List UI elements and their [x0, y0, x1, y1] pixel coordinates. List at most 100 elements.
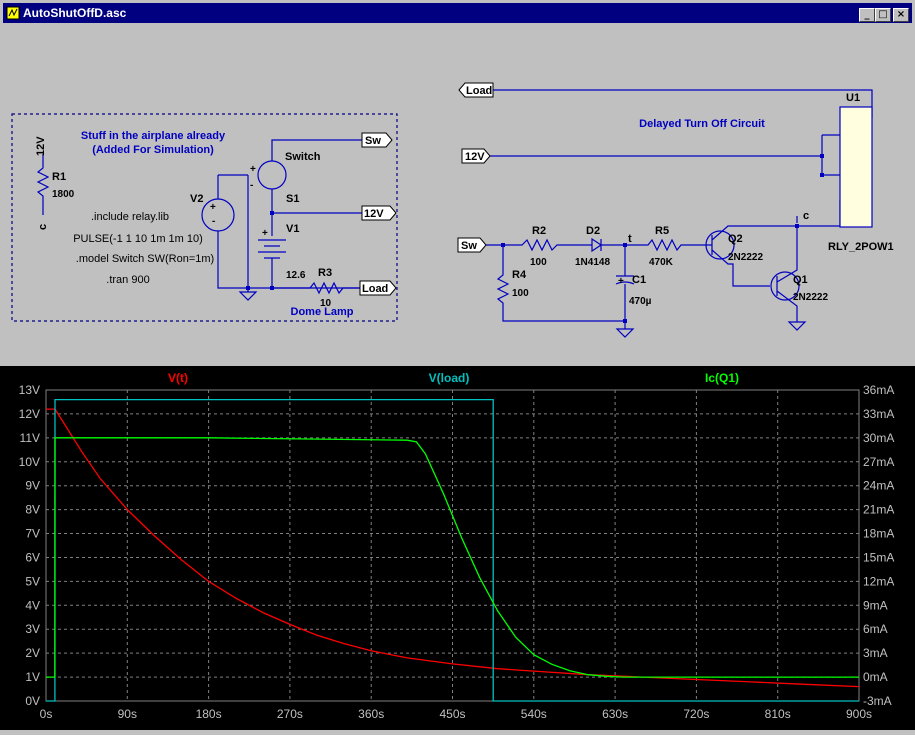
c1-label: C1: [632, 274, 646, 286]
u1-value: RLY_2POW1: [828, 241, 894, 253]
app-icon: [6, 6, 20, 20]
window-title: AutoShutOffD.asc: [23, 6, 127, 20]
waveform-chart[interactable]: 0s 90s 180s 270s 360s 450s 540s 630s 720s 810s 900…: [0, 366, 915, 730]
r5-label: R5: [655, 225, 669, 237]
v2-plus: +: [210, 202, 216, 213]
net-flag-load-left[interactable]: Load: [362, 283, 388, 295]
y-left-tick-label: 6V: [25, 550, 40, 564]
r3-value: 10: [320, 298, 332, 309]
net-flag-12v-left[interactable]: 12V: [364, 208, 384, 220]
switch-minus: -: [250, 180, 253, 191]
y-left-tick-label: 7V: [25, 527, 40, 541]
r1-bot-label: c: [37, 224, 49, 230]
y-right-tick-label: 3mA: [863, 646, 888, 660]
v1-plus: +: [262, 228, 268, 239]
close-button[interactable]: ×: [893, 8, 909, 22]
title-bar[interactable]: AutoShutOffD.asc _ □ ×: [3, 3, 912, 23]
d2-value: 1N4148: [575, 257, 610, 268]
y-left-tick-label: 0V: [25, 694, 40, 708]
x-tick-label: 540s: [521, 707, 547, 721]
y-left-tick-label: 1V: [25, 670, 40, 684]
r1-value: 1800: [52, 189, 75, 200]
series-line: [46, 437, 859, 678]
y-left-tick-label: 3V: [25, 622, 40, 636]
x-tick-label: 180s: [196, 707, 222, 721]
series-line: [46, 398, 859, 702]
s1-label: S1: [286, 193, 299, 205]
net-flag-sw-top[interactable]: Sw: [365, 135, 381, 147]
box-title-1: Stuff in the airplane already: [81, 130, 226, 142]
q2-value: 2N2222: [728, 252, 763, 263]
minimize-button[interactable]: _: [859, 8, 875, 22]
y-right-tick-label: -3mA: [863, 694, 892, 708]
waveform-viewer[interactable]: 0s 90s 180s 270s 360s 450s 540s 630s 720s 810s 900…: [0, 366, 915, 730]
y-right-tick-label: 33mA: [863, 407, 894, 421]
y-right-tick-label: 30mA: [863, 431, 894, 445]
net-flag-sw-right[interactable]: Sw: [461, 240, 477, 252]
v2-label: V2: [190, 193, 203, 205]
r2-label: R2: [532, 225, 546, 237]
u1-label: U1: [846, 92, 860, 104]
dome-lamp-label: Dome Lamp: [291, 306, 354, 318]
q2-label: Q2: [728, 233, 743, 245]
y-left-tick-label: 12V: [19, 407, 40, 421]
y-left-tick-label: 2V: [25, 646, 40, 660]
x-tick-label: 90s: [118, 707, 137, 721]
directive-include[interactable]: .include relay.lib: [91, 211, 169, 223]
x-tick-label: 630s: [602, 707, 628, 721]
r3-label: R3: [318, 267, 332, 279]
net-flag-shapes: [359, 82, 494, 296]
c1-plus: +: [618, 276, 624, 287]
x-tick-label: 450s: [439, 707, 465, 721]
y-right-tick-label: 12mA: [863, 574, 894, 588]
y-right-tick-label: 9mA: [863, 598, 888, 612]
v2-minus: -: [212, 216, 215, 227]
c1-value: 470µ: [629, 296, 652, 307]
y-left-tick-label: 11V: [20, 431, 40, 445]
y-right-tick-label: 27mA: [863, 455, 894, 469]
node-c-label: c: [803, 210, 809, 222]
x-tick-label: 360s: [358, 707, 384, 721]
directive-model[interactable]: .model Switch SW(Ron=1m): [76, 253, 214, 265]
net-flag-12v-right[interactable]: 12V: [465, 151, 485, 163]
y-left-tick-label: 4V: [25, 598, 40, 612]
y-left-tick-label: 8V: [25, 503, 40, 517]
switch-label: Switch: [285, 151, 321, 163]
q1-label: Q1: [793, 274, 808, 286]
delay-title: Delayed Turn Off Circuit: [639, 118, 765, 130]
directive-pulse[interactable]: PULSE(-1 1 10 1m 1m 10): [73, 233, 203, 245]
wires: [11, 89, 873, 338]
x-tick-label: 270s: [277, 707, 303, 721]
schematic-window: AutoShutOffD.asc _ □ ×: [0, 0, 915, 366]
legend-entry: V(load): [429, 371, 470, 385]
node-t-label: t: [628, 233, 632, 245]
y-right-tick-label: 21mA: [863, 503, 894, 517]
y-left-tick-label: 13V: [19, 383, 40, 397]
box-title-2: (Added For Simulation): [92, 144, 214, 156]
y-right-tick-label: 0mA: [863, 670, 888, 684]
switch-plus: +: [250, 164, 256, 175]
r5-value: 470K: [649, 257, 674, 268]
schematic-canvas[interactable]: Sw 12V Load Load 12V Sw Stuff in the air…: [5, 25, 910, 363]
v1-value: 12.6: [286, 270, 306, 281]
y-left-tick-label: 5V: [25, 574, 40, 588]
x-tick-label: 810s: [765, 707, 791, 721]
y-left-tick-label: 9V: [25, 479, 40, 493]
junctions: [246, 154, 824, 323]
v1-label: V1: [286, 223, 299, 235]
maximize-button[interactable]: □: [875, 8, 891, 22]
r4-label: R4: [512, 269, 527, 281]
spice-directives[interactable]: .include relay.lib PULSE(-1 1 10 1m 1m 1…: [73, 211, 214, 286]
net-flag-load-right[interactable]: Load: [466, 85, 492, 97]
x-tick-label: 720s: [683, 707, 709, 721]
q1-value: 2N2222: [793, 292, 828, 303]
y-right-tick-label: 36mA: [863, 383, 894, 397]
component-labels: 12V c R1 1800 V2 + - Switch + - S1 V1 + …: [35, 92, 894, 309]
x-tick-label: 0s: [40, 707, 53, 721]
directive-tran[interactable]: .tran 900: [106, 274, 149, 286]
r1-label: R1: [52, 171, 66, 183]
legend-entry: V(t): [168, 371, 188, 385]
r4-value: 100: [512, 288, 529, 299]
y-right-tick-label: 6mA: [863, 622, 888, 636]
x-tick-label: 900s: [846, 707, 872, 721]
